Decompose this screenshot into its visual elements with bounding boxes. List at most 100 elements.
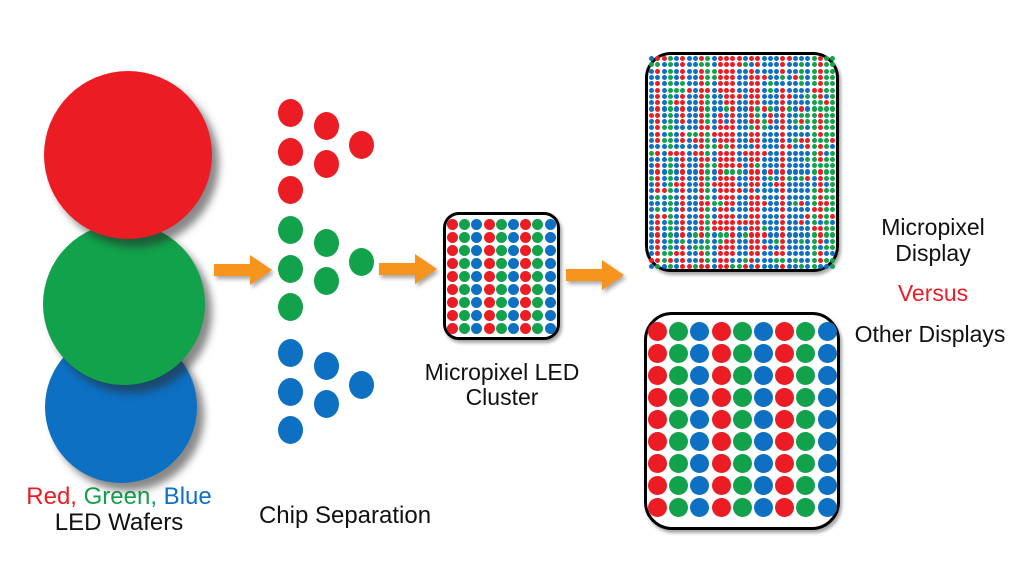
led-dot — [796, 344, 816, 363]
led-dot — [680, 144, 686, 150]
led-dot — [780, 163, 786, 169]
led-dot — [749, 74, 755, 81]
led-dot — [742, 169, 748, 175]
led-dot — [799, 131, 805, 137]
led-dot — [655, 194, 661, 200]
led-dot — [655, 219, 661, 225]
led-dot — [717, 207, 723, 213]
led-dot — [830, 263, 836, 270]
led-dot — [717, 131, 723, 137]
led-dot — [749, 106, 755, 112]
led-dot — [717, 156, 723, 162]
led-dot — [824, 112, 830, 118]
led-dot — [767, 207, 773, 213]
led-dot — [799, 87, 805, 93]
led-dot — [774, 112, 780, 118]
led-dot — [680, 200, 686, 207]
led-dot — [680, 156, 686, 162]
led-dot — [680, 119, 686, 125]
led-dot — [711, 207, 717, 213]
led-dot — [661, 62, 667, 68]
led-dot — [754, 388, 773, 407]
led-dot — [544, 297, 556, 308]
led-dot — [717, 150, 723, 156]
led-dot — [786, 131, 792, 137]
led-dot — [667, 226, 673, 232]
led-dot — [692, 226, 698, 232]
led-dot — [761, 163, 767, 169]
led-dot — [830, 125, 836, 131]
led-dot — [792, 100, 798, 106]
led-dot — [780, 137, 786, 144]
led-dot — [805, 182, 811, 188]
led-dot — [761, 182, 767, 188]
led-dot — [755, 163, 761, 169]
led-dot — [724, 232, 730, 238]
led-dot — [749, 93, 755, 99]
led-dot — [661, 257, 667, 263]
led-dot — [792, 194, 798, 200]
led-dot — [649, 219, 655, 225]
led-dot — [811, 263, 817, 270]
led-dot — [767, 182, 773, 188]
led-dot — [817, 498, 837, 517]
led-dot — [805, 238, 811, 244]
led-dot — [736, 213, 742, 219]
led-dot — [792, 175, 798, 181]
led-dot — [655, 119, 661, 125]
led-dot — [649, 74, 655, 81]
led-dot — [761, 232, 767, 238]
led-dot — [699, 200, 705, 207]
led-dot — [805, 119, 811, 125]
led-dot — [736, 87, 742, 93]
led-dot — [799, 144, 805, 150]
led-dot — [649, 106, 655, 112]
led-dot — [674, 188, 680, 194]
led-dot — [447, 323, 458, 334]
led-dot — [724, 100, 730, 106]
led-dot — [692, 175, 698, 181]
led-dot — [775, 366, 795, 385]
led-dot — [711, 263, 717, 270]
led-dot — [699, 131, 705, 137]
led-dot — [755, 232, 761, 238]
led-dot — [792, 125, 798, 131]
led-dot — [686, 263, 692, 270]
led-dot — [674, 56, 680, 62]
led-dot — [742, 56, 748, 62]
micropixel-display-box — [645, 52, 839, 272]
led-dot — [711, 62, 717, 68]
chip-dot — [314, 390, 339, 418]
led-dot — [730, 219, 736, 225]
led-dot — [705, 257, 711, 263]
led-dot — [774, 87, 780, 93]
led-dot — [767, 232, 773, 238]
led-dot — [775, 432, 795, 451]
led-dot — [661, 125, 667, 131]
led-dot — [830, 62, 836, 68]
led-dot — [730, 213, 736, 219]
led-dot — [786, 251, 792, 257]
led-dot — [661, 213, 667, 219]
led-dot — [799, 200, 805, 207]
led-dot — [705, 156, 711, 162]
led-dot — [805, 125, 811, 131]
led-dot — [692, 56, 698, 62]
led-dot — [755, 169, 761, 175]
led-dot — [786, 182, 792, 188]
micropixel-cluster-box — [443, 212, 560, 340]
led-dot — [817, 169, 823, 175]
led-dot — [711, 56, 717, 62]
led-dot — [749, 68, 755, 74]
led-dot — [736, 119, 742, 125]
led-dot — [655, 144, 661, 150]
led-dot — [786, 200, 792, 207]
led-dot — [805, 263, 811, 270]
led-dot — [780, 81, 786, 87]
led-dot — [649, 245, 655, 251]
led-dot — [648, 476, 667, 495]
led-dot — [649, 207, 655, 213]
led-dot — [674, 137, 680, 144]
led-dot — [799, 81, 805, 87]
led-dot — [686, 119, 692, 125]
